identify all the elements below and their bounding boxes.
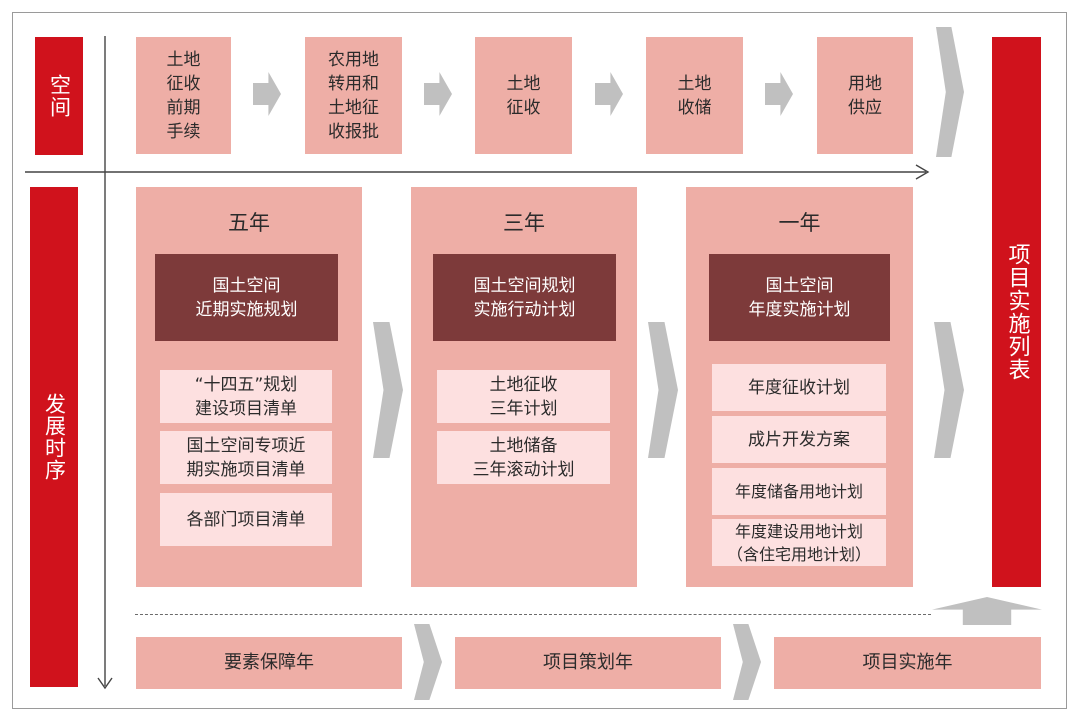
bottom-step-3: 项目实施年 — [774, 637, 1041, 689]
panel-heading: 一年 — [778, 211, 821, 235]
space-axis-text: 空间 — [47, 74, 72, 118]
panel-heading: 五年 — [228, 211, 270, 235]
list-item: 年度储备用地计划 — [712, 468, 886, 515]
bottom-step-1: 要素保障年 — [136, 637, 402, 689]
top-step-1: 土地 征收 前期 手续 — [136, 37, 231, 154]
panel-one-year: 一年 国土空间 年度实施计划 年度征收计划 成片开发方案 年度储备用地计划 年度… — [686, 187, 913, 587]
list-item: 土地征收 三年计划 — [437, 370, 610, 423]
list-item: 年度建设用地计划 （含住宅用地计划） — [712, 519, 886, 566]
list-item: 各部门项目清单 — [160, 493, 332, 546]
project-implementation-list: 项目实施列表 — [992, 37, 1041, 587]
vertical-axis-arrowhead — [97, 677, 113, 690]
list-item: 国土空间专项近 期实施项目清单 — [160, 431, 332, 484]
list-item: 成片开发方案 — [712, 416, 886, 463]
horizontal-axis-arrowhead — [915, 164, 930, 180]
plan-box: 国土空间规划 实施行动计划 — [433, 254, 616, 341]
top-step-2: 农用地 转用和 土地征 收报批 — [305, 37, 402, 154]
bottom-step-2: 项目策划年 — [455, 637, 721, 689]
time-axis-text: 发展时序 — [42, 393, 67, 481]
list-item: 土地储备 三年滚动计划 — [437, 431, 610, 484]
diagram-frame — [12, 12, 1067, 709]
list-item: “十四五”规划 建设项目清单 — [160, 370, 332, 423]
dashed-divider — [135, 614, 931, 615]
result-text: 项目实施列表 — [1004, 243, 1030, 381]
top-step-4: 土地 收储 — [646, 37, 743, 154]
panel-heading: 三年 — [503, 211, 545, 235]
plan-box: 国土空间 近期实施规划 — [155, 254, 338, 341]
space-axis-label: 空间 — [35, 37, 83, 155]
panel-three-year: 三年 国土空间规划 实施行动计划 土地征收 三年计划 土地储备 三年滚动计划 — [411, 187, 637, 587]
top-step-5: 用地 供应 — [817, 37, 913, 154]
panel-five-year: 五年 国土空间 近期实施规划 “十四五”规划 建设项目清单 国土空间专项近 期实… — [136, 187, 362, 587]
time-axis-label: 发展时序 — [30, 187, 78, 687]
top-step-3: 土地 征收 — [475, 37, 572, 154]
list-item: 年度征收计划 — [712, 364, 886, 411]
plan-box: 国土空间 年度实施计划 — [709, 254, 890, 341]
